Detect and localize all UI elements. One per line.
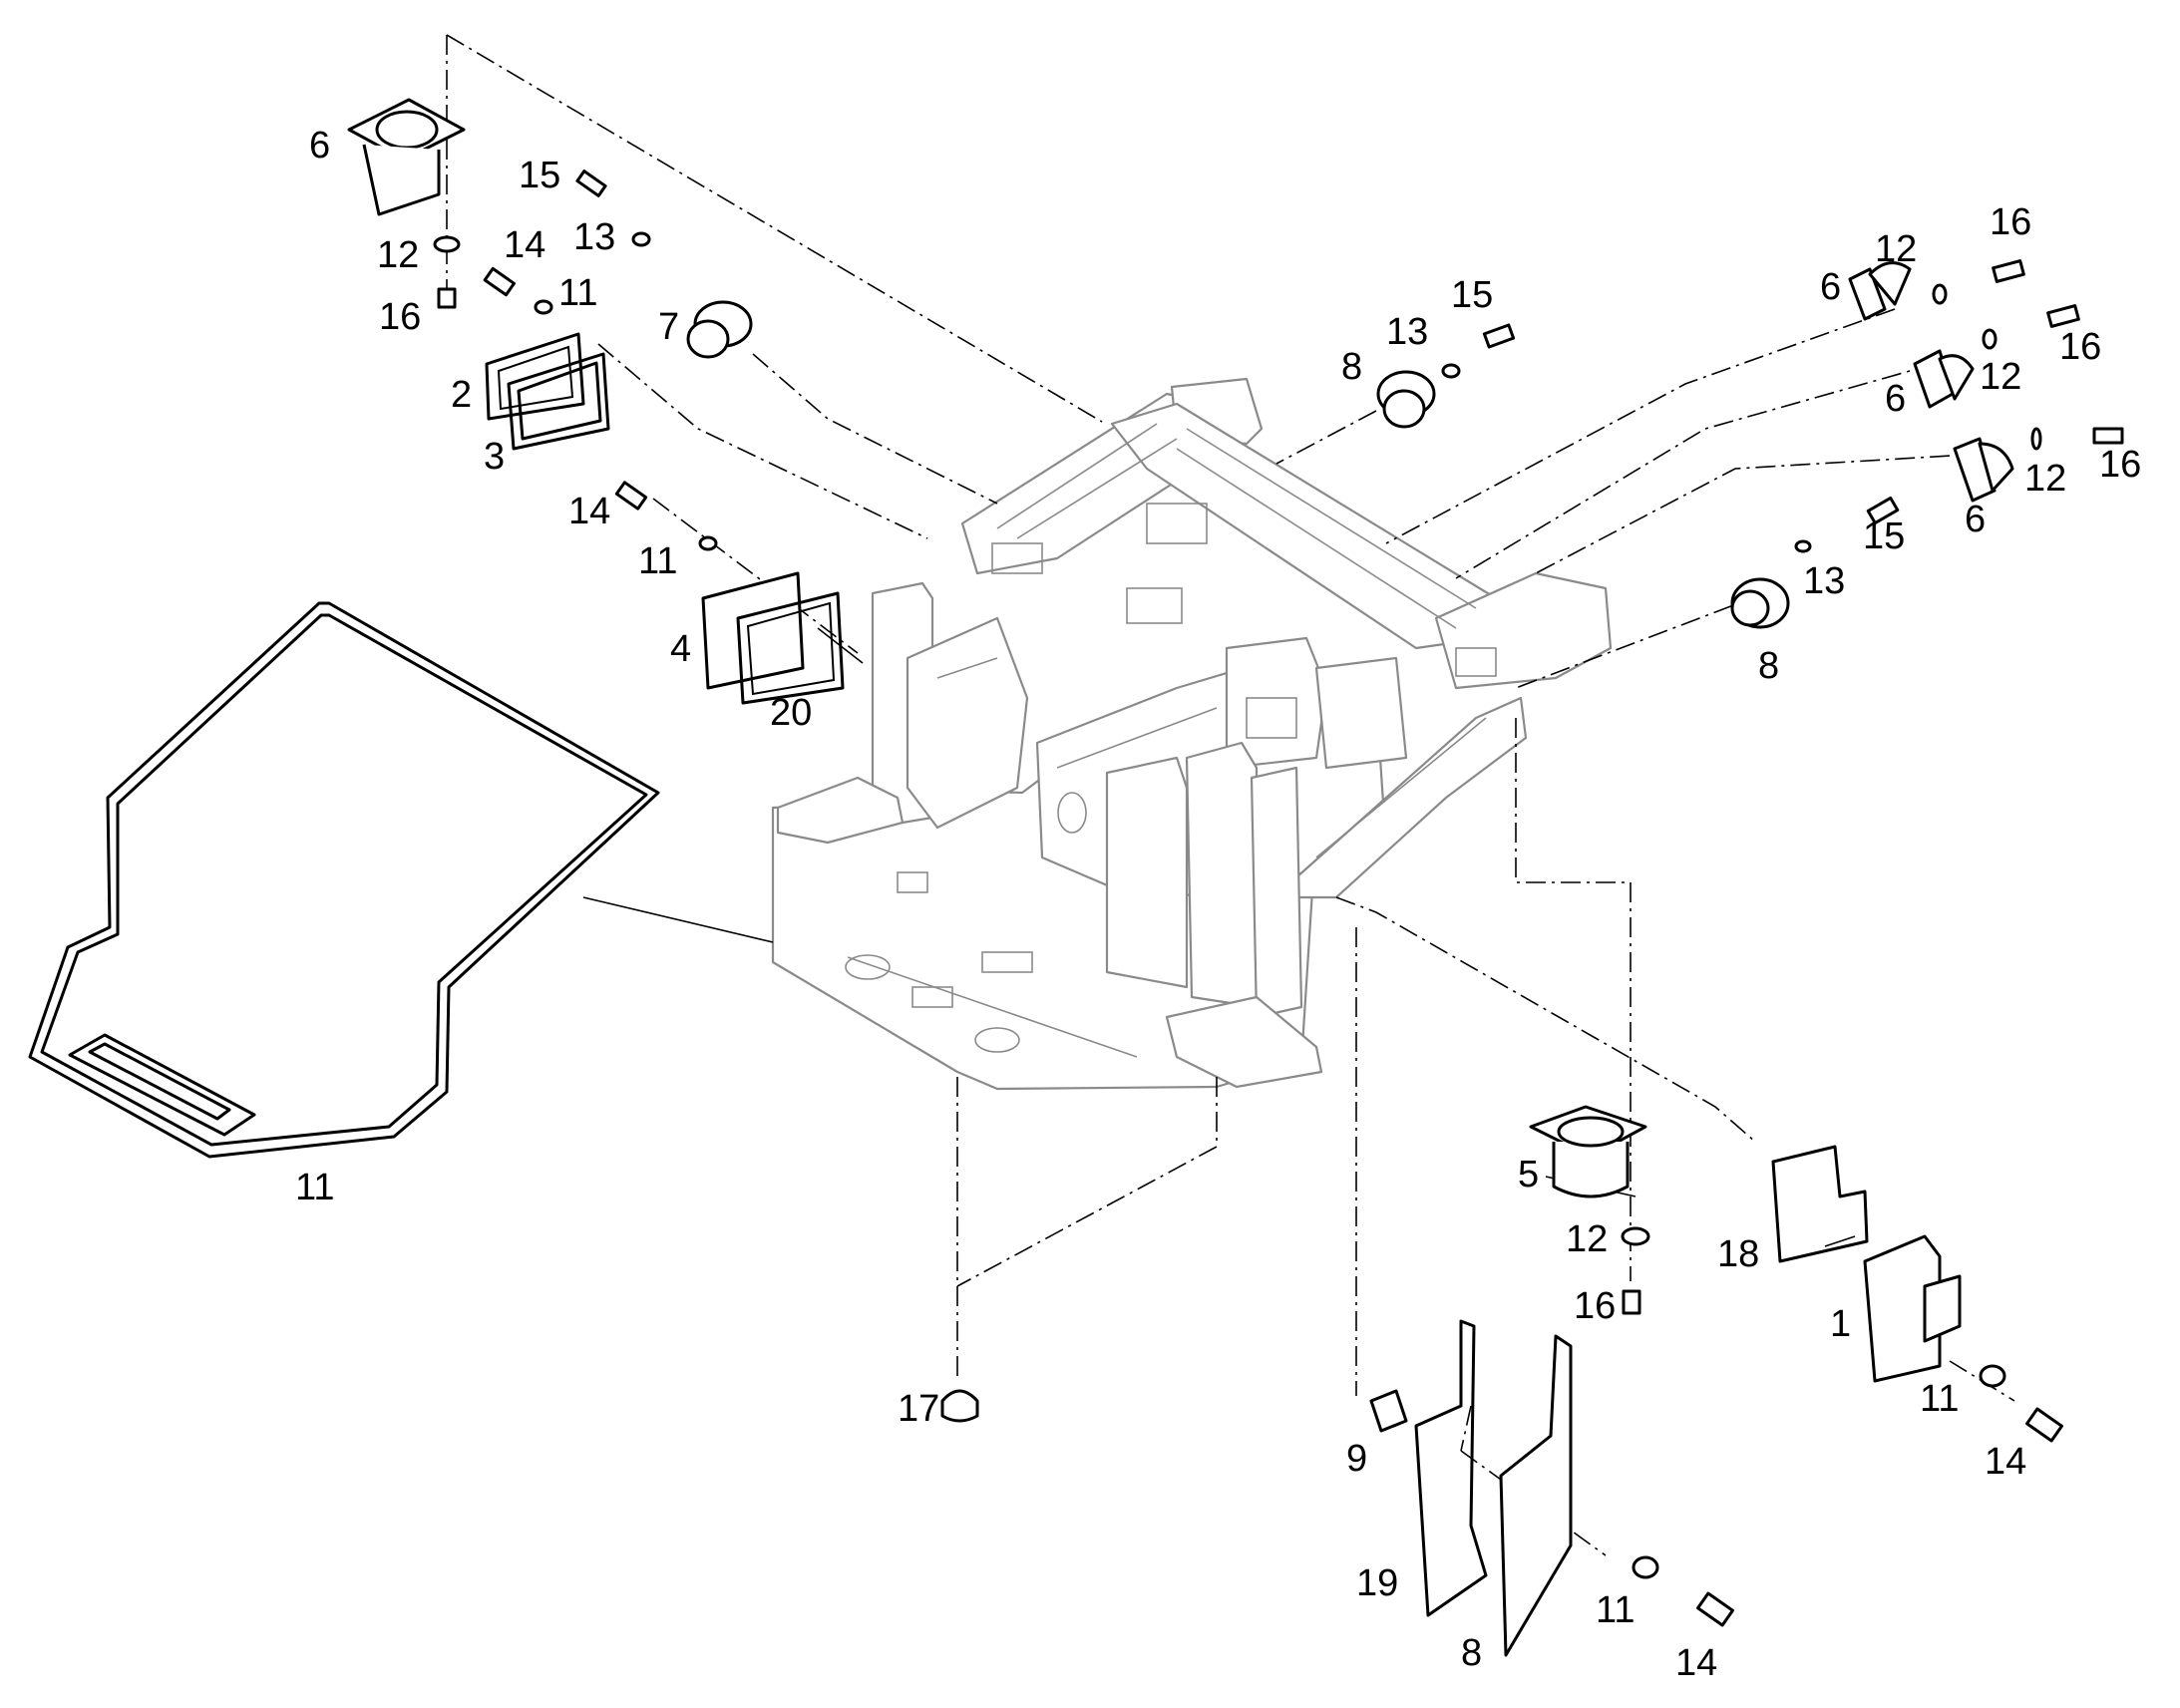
washer-12d bbox=[2030, 427, 2042, 451]
panel-part-7 bbox=[1499, 1334, 1573, 1657]
callout-13: 13 bbox=[1803, 560, 1845, 602]
bolt-15c bbox=[1866, 496, 1900, 525]
washer-11a bbox=[534, 299, 553, 315]
elbow-part-8c bbox=[1730, 577, 1790, 629]
callout-6: 6 bbox=[309, 125, 330, 167]
seal-part-10 bbox=[28, 601, 660, 1159]
callout-10: 11 bbox=[295, 1167, 334, 1208]
washer-12a bbox=[433, 235, 461, 253]
washer-12b bbox=[1932, 283, 1948, 305]
fasteners bbox=[433, 170, 2124, 1627]
callout-11: 11 bbox=[558, 272, 597, 314]
callout-14: 14 bbox=[568, 491, 610, 532]
callout-9: 9 bbox=[1346, 1438, 1367, 1480]
flange-part-6c bbox=[1913, 349, 1975, 409]
flange-part-6b bbox=[1848, 261, 1912, 321]
callout-20: 20 bbox=[770, 692, 812, 734]
cover-part-4 bbox=[701, 571, 805, 690]
flange-part-6d bbox=[1953, 437, 2014, 503]
callout-16: 16 bbox=[2059, 326, 2101, 368]
gasket-part-19 bbox=[1414, 1319, 1488, 1617]
bolt-15b bbox=[1482, 323, 1516, 349]
callout-4: 4 bbox=[670, 628, 691, 670]
callout-14: 14 bbox=[1985, 1441, 2026, 1483]
callout-11: 11 bbox=[1920, 1378, 1959, 1420]
callout-6: 6 bbox=[1965, 499, 1986, 540]
callout-18: 18 bbox=[1717, 1233, 1759, 1275]
washer-11b bbox=[698, 535, 718, 551]
callout-12: 12 bbox=[2024, 458, 2066, 500]
washer-11d bbox=[1632, 1555, 1659, 1579]
bolt-16b bbox=[1992, 259, 2025, 283]
bolt-14c bbox=[2025, 1407, 2063, 1443]
foot-part-17 bbox=[940, 1389, 979, 1423]
washer-13c bbox=[1794, 539, 1812, 553]
callout-1: 1 bbox=[1830, 1303, 1851, 1345]
callout-16: 16 bbox=[2099, 444, 2141, 486]
callout-13: 13 bbox=[573, 216, 615, 258]
callout-14: 14 bbox=[504, 224, 545, 266]
vent-part-1 bbox=[1863, 1234, 1962, 1383]
callout-13: 13 bbox=[1386, 311, 1428, 353]
callout-6: 6 bbox=[1885, 378, 1906, 420]
gasket-part-3 bbox=[507, 352, 610, 451]
callout-labels: 6 12 16 15 13 14 11 7 2 3 14 11 4 20 11 … bbox=[295, 125, 2141, 1684]
washer-12c bbox=[1982, 328, 1998, 350]
callout-19: 19 bbox=[1356, 1562, 1398, 1604]
bolt-14d bbox=[1696, 1591, 1734, 1627]
bolt-16c bbox=[2046, 304, 2080, 328]
gasket-part-20 bbox=[736, 591, 845, 705]
callout-16: 16 bbox=[1990, 201, 2031, 243]
callout-8: 8 bbox=[1341, 346, 1362, 388]
callout-7: 8 bbox=[1461, 1632, 1482, 1674]
callout-6: 6 bbox=[1820, 266, 1841, 308]
callout-3: 3 bbox=[484, 436, 505, 478]
callout-2: 2 bbox=[451, 374, 472, 416]
bolt-14a bbox=[483, 266, 516, 297]
callout-11: 11 bbox=[638, 540, 677, 582]
callout-12: 12 bbox=[1980, 356, 2021, 398]
callout-15: 15 bbox=[1863, 515, 1905, 557]
elbow-part-8a bbox=[686, 300, 753, 359]
callout-14: 14 bbox=[1675, 1642, 1717, 1684]
bolt-16a bbox=[437, 287, 457, 309]
washer-13a bbox=[631, 231, 651, 247]
bolt-16d bbox=[2092, 427, 2124, 445]
callout-12: 12 bbox=[377, 234, 419, 276]
callout-17: 17 bbox=[898, 1388, 939, 1430]
washer-11c bbox=[1979, 1364, 2006, 1388]
flange-part-6a bbox=[347, 98, 466, 216]
leader-lines bbox=[446, 34, 2015, 1556]
callout-15: 15 bbox=[519, 155, 560, 196]
gasket-part-18 bbox=[1771, 1145, 1869, 1263]
elbow-part-8b bbox=[1376, 370, 1436, 429]
callout-16: 16 bbox=[379, 296, 421, 338]
callout-5: 5 bbox=[1518, 1154, 1539, 1196]
bolt-14b bbox=[614, 481, 648, 511]
bolt-15a bbox=[575, 170, 607, 197]
washer-12e bbox=[1621, 1226, 1650, 1246]
callout-12: 12 bbox=[1875, 228, 1917, 270]
callout-8: 7 bbox=[658, 306, 679, 348]
callout-15: 15 bbox=[1451, 274, 1493, 316]
callout-12: 12 bbox=[1566, 1218, 1608, 1260]
clip-part-9 bbox=[1369, 1389, 1408, 1433]
bolt-16e bbox=[1622, 1289, 1641, 1315]
callout-16: 16 bbox=[1574, 1285, 1616, 1327]
callout-11: 11 bbox=[1596, 1589, 1635, 1631]
washer-13b bbox=[1441, 363, 1461, 379]
callout-8: 8 bbox=[1758, 645, 1779, 687]
main-frame bbox=[771, 377, 1613, 1091]
housing-part-5 bbox=[1529, 1105, 1647, 1198]
